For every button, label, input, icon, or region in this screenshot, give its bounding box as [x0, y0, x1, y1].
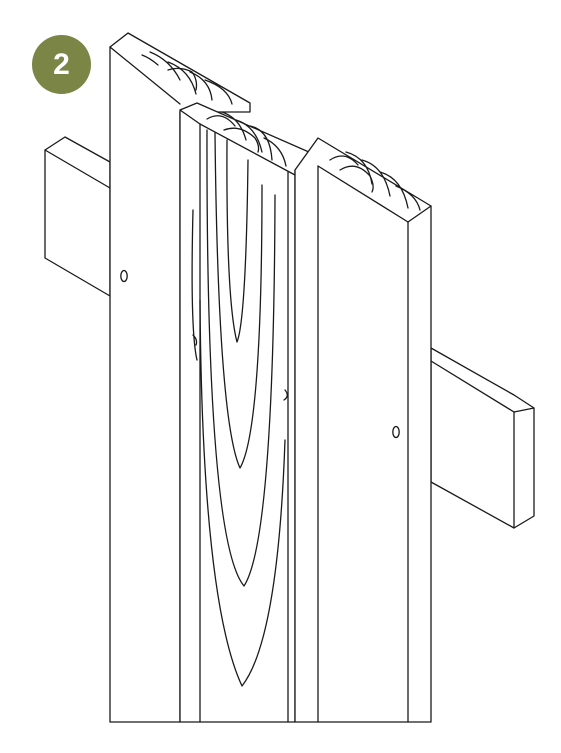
board-middle	[179, 102, 319, 723]
right-rail	[430, 347, 535, 529]
step-number-badge: 2	[32, 35, 91, 94]
board-right	[294, 137, 432, 723]
step-number: 2	[53, 47, 70, 81]
left-rail	[44, 136, 111, 297]
